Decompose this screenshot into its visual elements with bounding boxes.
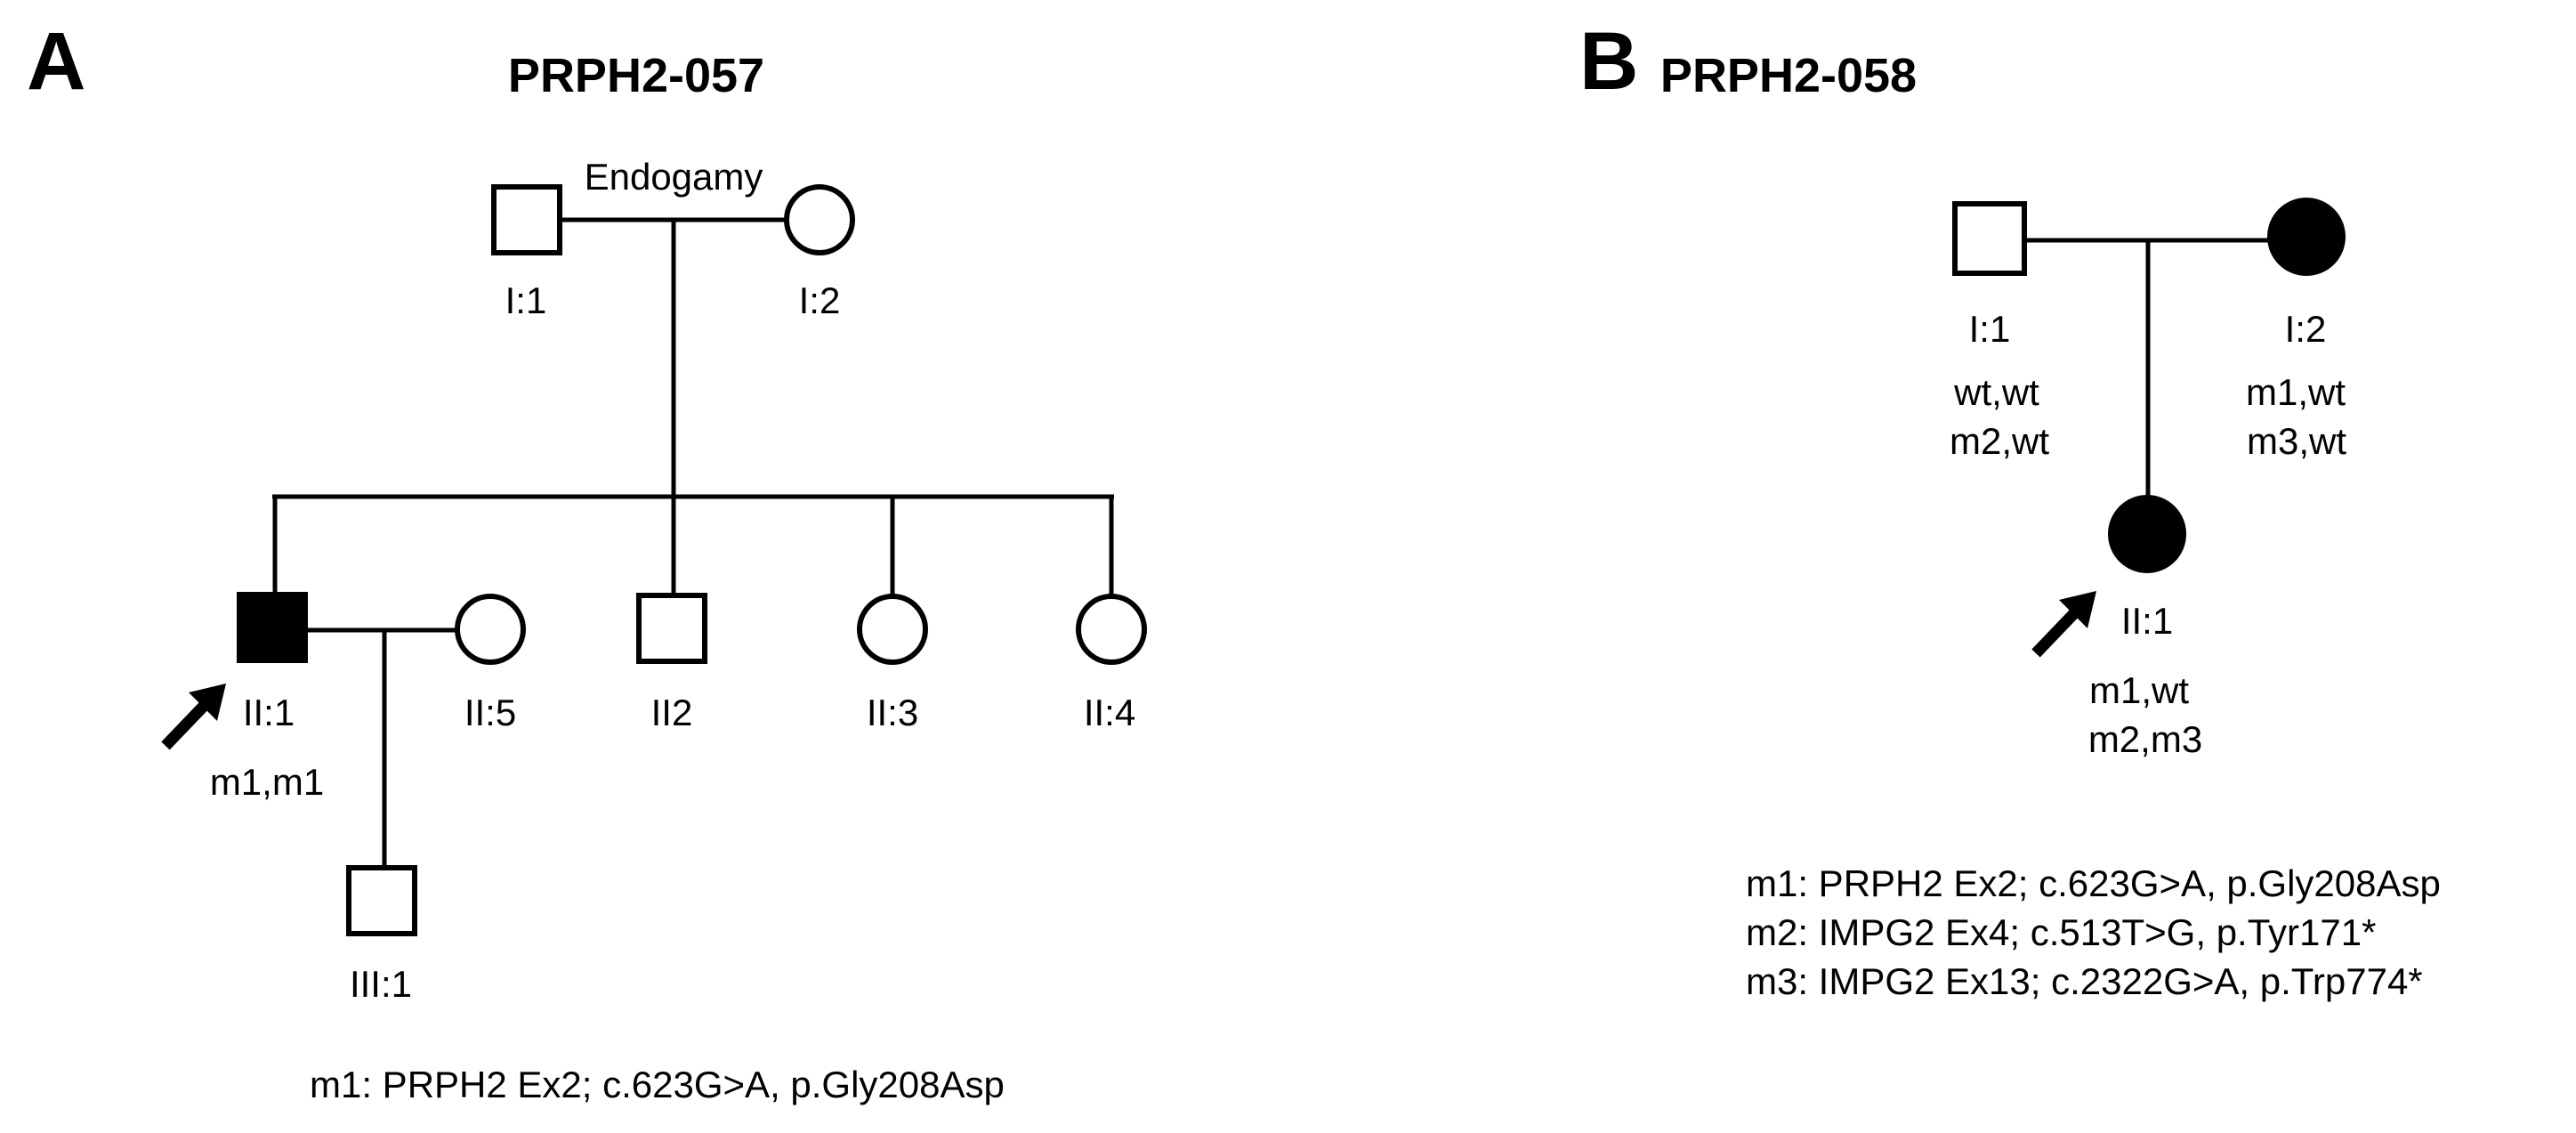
person-a-i2-id: I:2: [799, 279, 841, 321]
panel-b-legend-m3: m3: IMPG2 Ex13; c.2322G>A, p.Trp774*: [1746, 960, 2423, 1002]
person-b-i1-male-symbol: [1952, 201, 2027, 276]
panel-b-letter: B: [1579, 16, 1638, 107]
panel-b-legend-m1: m1: PRPH2 Ex2; c.623G>A, p.Gly208Asp: [1746, 862, 2441, 904]
person-a-ii4-id: II:4: [1084, 692, 1135, 733]
person-b-ii1-genotype-2: m2,m3: [2088, 718, 2202, 760]
person-b-i2-genotype-2: m3,wt: [2247, 420, 2346, 462]
proband-arrow-icon-a: [161, 684, 226, 750]
person-a-ii3-female-symbol: [857, 594, 928, 665]
person-b-i2-genotype-1: m1,wt: [2246, 371, 2346, 413]
person-a-iii1-id: III:1: [350, 963, 412, 1005]
person-a-i1-male-symbol: [491, 184, 562, 255]
person-a-ii3-id: II:3: [867, 692, 918, 733]
person-b-ii1-female-affected-symbol: [2108, 495, 2186, 573]
person-a-ii5-female-symbol: [455, 594, 526, 665]
panel-b: B PRPH2-058 I:1 I:2 wt,wt m2,wt m1,wt m3…: [1579, 16, 2441, 1002]
person-a-i1-id: I:1: [505, 279, 547, 321]
person-a-iii1-male-symbol: [346, 865, 417, 936]
person-b-i2-id: I:2: [2285, 308, 2327, 350]
person-b-ii1-id: II:1: [2121, 600, 2173, 642]
person-a-ii2-id: II2: [651, 692, 693, 733]
person-a-ii5-id: II:5: [464, 692, 516, 733]
panel-b-title: PRPH2-058: [1660, 49, 1917, 102]
panel-a-title: PRPH2-057: [508, 49, 764, 102]
person-b-ii1-genotype-1: m1,wt: [2089, 669, 2189, 711]
panel-a-letter: A: [27, 16, 85, 107]
person-b-i1-genotype-2: m2,wt: [1950, 420, 2049, 462]
person-a-ii4-female-symbol: [1076, 594, 1147, 665]
panel-a-legend-m1: m1: PRPH2 Ex2; c.623G>A, p.Gly208Asp: [310, 1064, 1005, 1105]
person-b-i1-genotype-1: wt,wt: [1953, 371, 2039, 413]
person-a-i2-female-symbol: [784, 184, 855, 255]
person-a-ii1-male-affected-symbol: [237, 592, 308, 663]
person-a-ii1-id: II:1: [243, 692, 295, 733]
person-a-ii2-male-symbol: [636, 593, 707, 664]
endogamy-note: Endogamy: [585, 156, 763, 198]
person-a-ii1-genotype: m1,m1: [210, 761, 324, 803]
person-b-i1-id: I:1: [1969, 308, 2011, 350]
panel-b-legend-m2: m2: IMPG2 Ex4; c.513T>G, p.Tyr171*: [1746, 911, 2376, 953]
panel-a: A PRPH2-057 Endogamy I:1 I:2: [27, 16, 1147, 1105]
person-b-i2-female-affected-symbol: [2267, 198, 2346, 276]
proband-arrow-icon-b: [2031, 591, 2096, 658]
